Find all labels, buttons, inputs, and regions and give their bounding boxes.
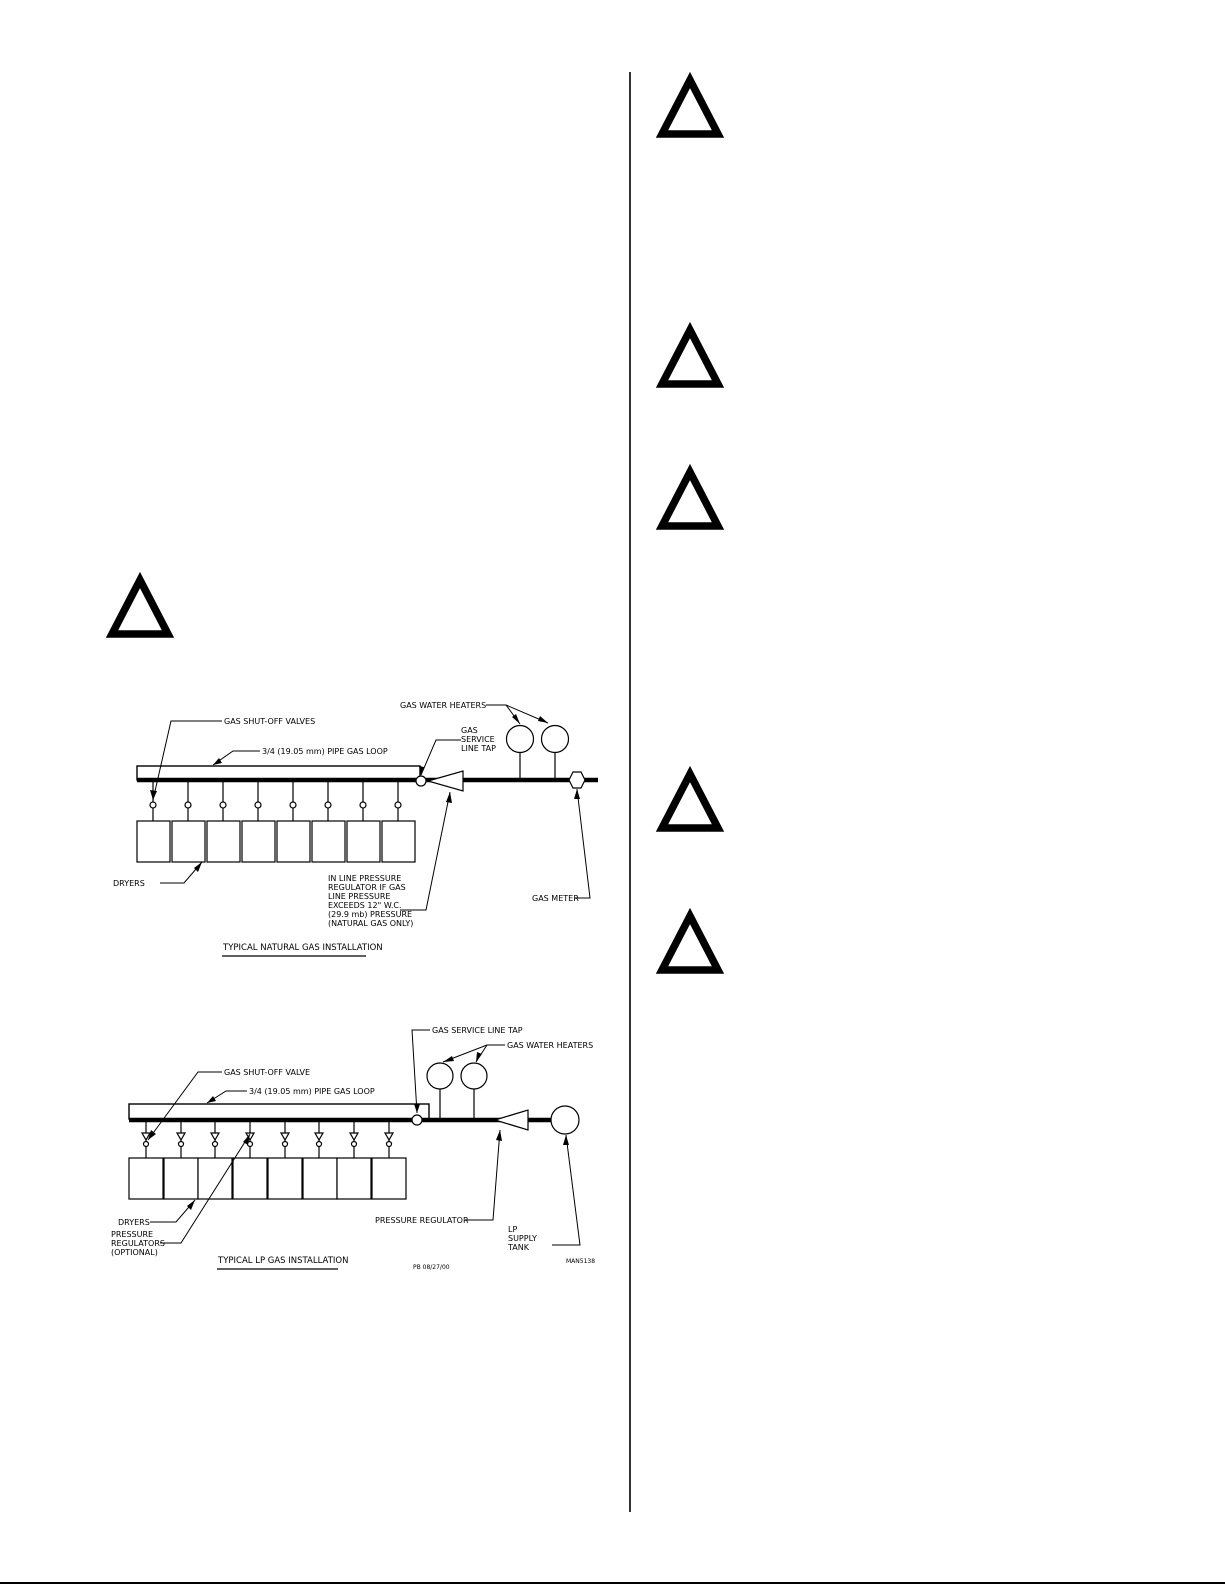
label-regulator-6: (NATURAL GAS ONLY) [328, 919, 413, 928]
label-shutoff-valves: GAS SHUT-OFF VALVES [224, 717, 315, 726]
shutoff-valve-icon [324, 801, 332, 809]
label-regulator-1: IN LINE PRESSURE [328, 874, 401, 883]
label-supply-tank-1: LP [508, 1225, 517, 1234]
dryer-unit [302, 1157, 338, 1200]
pipe-gas-loop [128, 1103, 430, 1120]
pressure-regulator-valve-icon [313, 1132, 325, 1142]
dryer-unit [136, 820, 171, 863]
shutoff-valve-icon [254, 801, 262, 809]
water-heater-icon [540, 724, 570, 754]
dryer-unit [276, 820, 311, 863]
dryer-row [128, 1120, 407, 1200]
leader-dryers [150, 1199, 196, 1223]
shutoff-valve-icon [289, 801, 297, 809]
dryer-unit [128, 1157, 164, 1200]
label-regulator-4: EXCEEDS 12" W.C. [328, 901, 402, 910]
label-dryers: DRYERS [113, 879, 145, 888]
label-shutoff-valve: GAS SHUT-OFF VALVE [224, 1068, 310, 1077]
drawing-number: MAN5138 [566, 1258, 595, 1265]
shutoff-valve-icon [184, 801, 192, 809]
dryer-unit [311, 820, 346, 863]
label-service-tap-1: GAS [461, 726, 478, 735]
leader-service-tap [411, 1029, 430, 1114]
dryer-row [136, 780, 416, 863]
dryer-unit [267, 1157, 303, 1200]
dryer-unit [206, 820, 241, 863]
dryer-unit [381, 820, 416, 863]
dryer-unit [232, 1157, 268, 1200]
label-pipe-loop: 3/4 (19.05 mm) PIPE GAS LOOP [262, 747, 388, 756]
label-pressure-regulators-3: (OPTIONAL) [111, 1248, 158, 1257]
label-regulator-3: LINE PRESSURE [328, 892, 390, 901]
label-dryers: DRYERS [118, 1218, 150, 1227]
natural-gas-caption: TYPICAL NATURAL GAS INSTALLATION [222, 943, 383, 953]
leader-shutoff-valve [147, 1071, 222, 1141]
service-line-tap-icon [411, 1114, 423, 1126]
label-regulator-5: (29.9 mb) PRESSURE [328, 910, 412, 919]
water-heater-icon [505, 724, 535, 754]
pressure-regulator-valve-icon [383, 1132, 395, 1142]
leader-shutoff-valves [152, 720, 222, 801]
label-service-tap-3: LINE TAP [461, 744, 496, 753]
leader-pressure-regulators [160, 1133, 251, 1244]
leader-service-tap [420, 739, 461, 776]
lp-supply-tank-icon [550, 1105, 580, 1135]
leader-pressure-regulator [465, 1129, 501, 1221]
label-pipe-loop: 3/4 (19.05 mm) PIPE GAS LOOP [249, 1087, 375, 1096]
shutoff-valve-icon [149, 801, 157, 809]
label-pressure-regulators-1: PRESSURE [111, 1230, 153, 1239]
pressure-regulator-valve-icon [140, 1132, 152, 1142]
dryer-unit [163, 1157, 199, 1200]
water-heater-icon [426, 1062, 454, 1090]
label-service-tap: GAS SERVICE LINE TAP [432, 1026, 523, 1035]
label-service-tap-2: SERVICE [461, 735, 495, 744]
pressure-regulator-valve-icon [279, 1132, 291, 1142]
leader-supply-tank [552, 1134, 581, 1246]
inline-regulator-icon [425, 770, 464, 792]
gas-meter-icon [568, 771, 586, 789]
leader-regulator [400, 791, 451, 911]
label-regulator-2: REGULATOR IF GAS [328, 883, 406, 892]
pressure-regulator-valve-icon [175, 1132, 187, 1142]
label-supply-tank-3: TANK [507, 1243, 530, 1252]
pressure-regulator-valve-icon [348, 1132, 360, 1142]
label-supply-tank-2: SUPPLY [508, 1234, 537, 1243]
dryer-unit [241, 820, 276, 863]
pressure-regulator-valve-icon [209, 1132, 221, 1142]
dryer-unit [336, 1157, 372, 1200]
pressure-regulator-icon [492, 1109, 529, 1131]
label-water-heaters: GAS WATER HEATERS [400, 701, 486, 710]
lp-gas-caption: TYPICAL LP GAS INSTALLATION [217, 1256, 348, 1266]
dryer-unit [371, 1157, 407, 1200]
drawing-date: PB 08/27/00 [413, 1264, 450, 1271]
dryer-unit [346, 820, 381, 863]
dryer-unit [171, 820, 206, 863]
leader-gas-meter [575, 788, 591, 899]
dryer-unit [197, 1157, 233, 1200]
label-gas-meter: GAS METER [532, 894, 579, 903]
label-water-heaters: GAS WATER HEATERS [507, 1041, 593, 1050]
label-pressure-regulator: PRESSURE REGULATOR [375, 1216, 469, 1225]
label-pressure-regulators-2: REGULATORS [111, 1239, 165, 1248]
shutoff-valve-icon [394, 801, 402, 809]
shutoff-valve-icon [219, 801, 227, 809]
shutoff-valve-icon [359, 801, 367, 809]
water-heater-icon [460, 1062, 488, 1090]
